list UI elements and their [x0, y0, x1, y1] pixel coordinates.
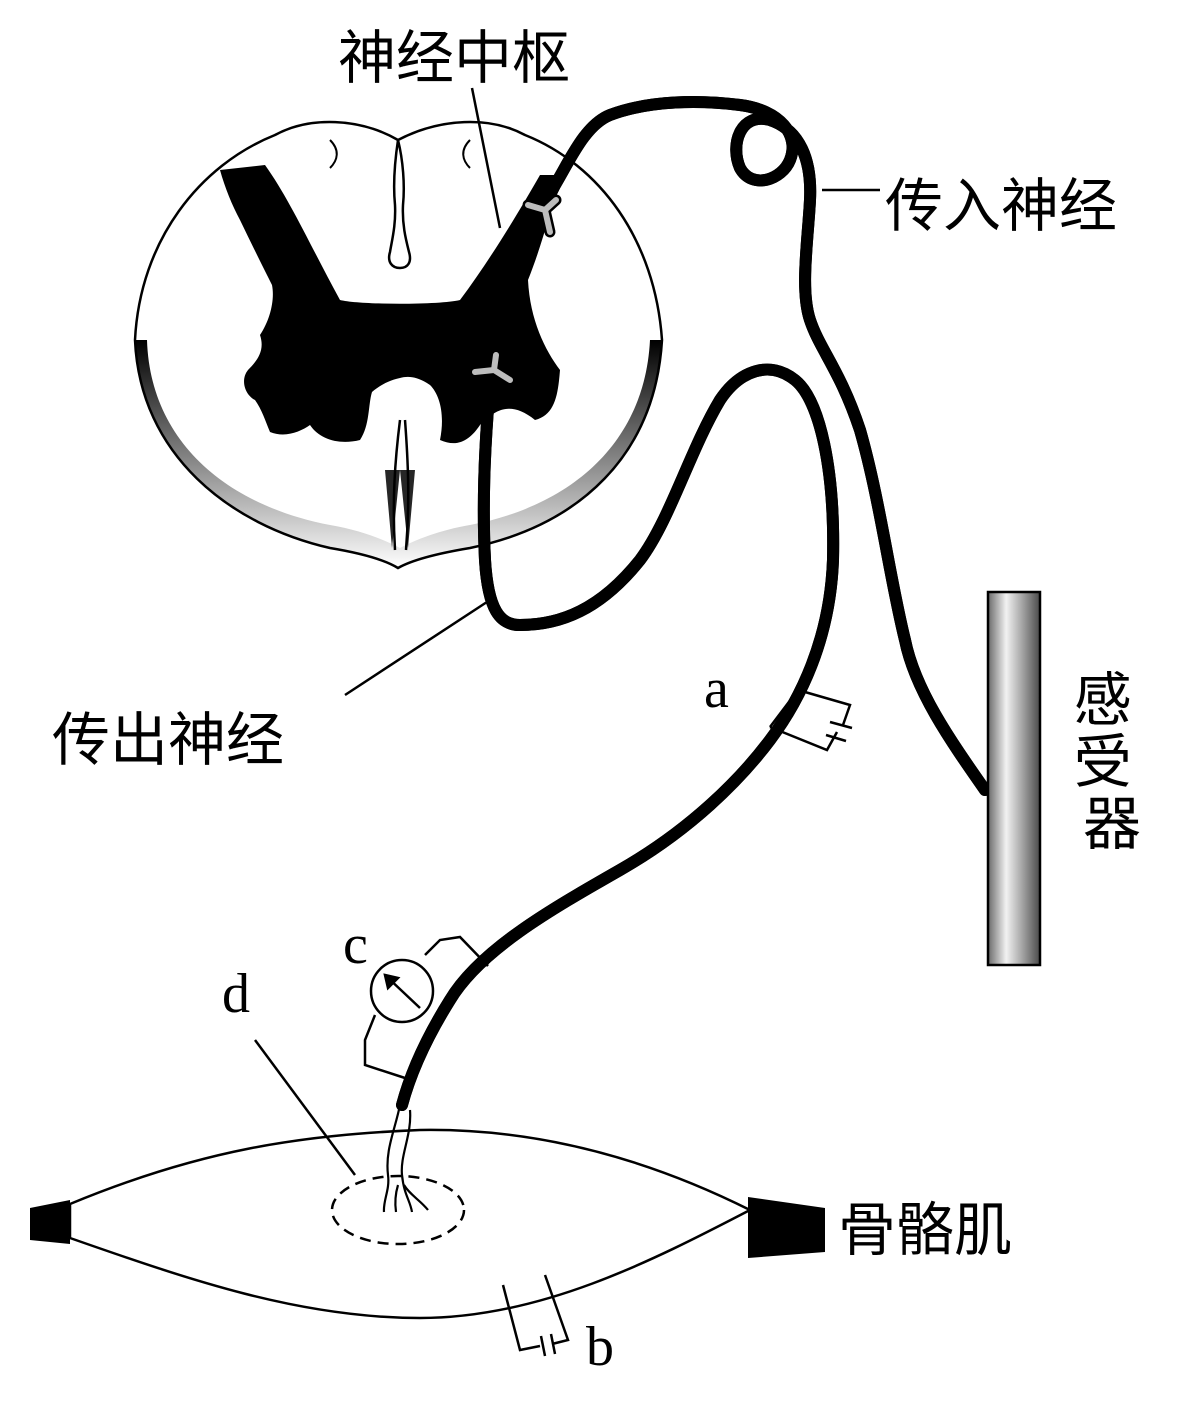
- muscle-belly: [68, 1128, 753, 1320]
- label-c: c: [343, 914, 368, 976]
- stimulator-b: [501, 1274, 570, 1357]
- stimulator-a: [769, 688, 853, 752]
- label-a: a: [704, 658, 729, 720]
- efferent-leader-line: [344, 598, 491, 697]
- label-efferent-nerve: 传出神经: [52, 706, 284, 774]
- nerve-terminals: [382, 1104, 429, 1213]
- skeletal-muscle: [30, 1039, 825, 1320]
- label-skeletal-muscle: 骨骼肌: [838, 1196, 1012, 1264]
- ventral-shading: [135, 340, 662, 568]
- tendon-left: [30, 1200, 70, 1244]
- label-b: b: [586, 1316, 614, 1378]
- nerve-fibers: [396, 102, 991, 1111]
- label-afferent-nerve: 传入神经: [885, 172, 1117, 240]
- spinal-cord: [133, 120, 664, 570]
- receptor: [986, 590, 1042, 967]
- dorsal-septum: [387, 139, 412, 270]
- label-nerve-center: 神经中枢: [338, 24, 570, 92]
- d-leader-line: [253, 1039, 357, 1176]
- label-receptor: 感 受 器: [1074, 666, 1150, 858]
- spinal-cord-outline: [133, 120, 664, 570]
- galvanometer-c: [363, 935, 489, 1080]
- neuromuscular-junction-d: [330, 1174, 466, 1246]
- label-d: d: [222, 963, 250, 1025]
- center-leader-line: [470, 87, 502, 229]
- tendon-right: [748, 1197, 825, 1258]
